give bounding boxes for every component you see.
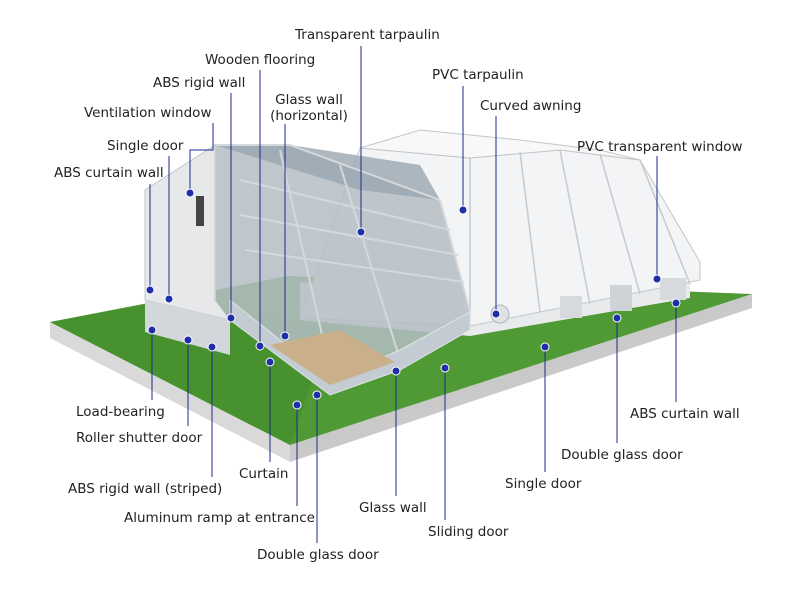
roof-ribs [469,149,691,326]
label-wooden-flooring: Wooden flooring [205,52,316,68]
dot-glass-wall [391,366,401,376]
dot-abs-rigid-wall-striped [207,342,217,352]
leader-lines [149,46,677,543]
label-sliding-door: Sliding door [428,524,509,540]
label-glass-wall-horizontal-line1: Glass wall [275,92,343,108]
floor-wood [270,330,395,385]
rib [599,153,641,295]
label-abs-curtain-wall-left: ABS curtain wall [54,165,164,181]
dot-pvc-transparent-window [652,274,662,284]
frame-bar [239,214,459,256]
frame-bar [244,249,465,283]
label-aluminum-ramp: Aluminum ramp at entrance [124,510,315,526]
right-panel [560,296,582,318]
label-curved-awning: Curved awning [480,98,582,114]
dot-curved-awning [491,309,501,319]
dot-double-glass-door-right [612,313,622,323]
platform-side-right [290,294,752,462]
ventilation-window-shape [196,196,204,226]
label-roller-shutter-door: Roller shutter door [76,430,203,446]
frame-bar [339,164,401,361]
label-glass-wall-horizontal-line2: (horizontal) [270,108,348,124]
dot-glass-wall-horizontal [280,331,290,341]
dot-abs-curtain-wall-right [671,298,681,308]
label-pvc-tarpaulin: PVC tarpaulin [432,67,524,83]
dot-single-door-bottom [540,342,550,352]
left-lower-wall [145,300,230,355]
gable-roof-glass [215,145,440,200]
label-glass-wall: Glass wall [359,500,427,516]
label-abs-rigid-wall: ABS rigid wall [153,75,246,91]
left-end-wall [144,144,232,321]
label-double-glass-door-bottom: Double glass door [257,547,379,563]
dot-pvc-tarpaulin [458,205,468,215]
label-transparent-tarpaulin: Transparent tarpaulin [295,27,440,43]
roof-top [359,129,641,161]
platform-side-left [50,322,290,462]
frame-bar [279,149,331,371]
dot-ventilation-window [185,188,195,198]
dot-abs-curtain-wall-left [145,285,155,295]
dot-double-glass-door-bottom [312,390,322,400]
dot-transparent-tarpaulin [356,227,366,237]
rib [559,149,591,305]
dot-wooden-flooring [255,341,265,351]
gable-glass [215,145,470,395]
dot-curtain [265,357,275,367]
right-end-panel [660,278,686,300]
dot-aluminum-ramp [292,400,302,410]
rib [639,159,691,285]
label-ventilation-window: Ventilation window [84,105,212,121]
dot-abs-rigid-wall [226,313,236,323]
right-door-panel [610,285,632,311]
dot-sliding-door [440,363,450,373]
dot-load-bearing [147,325,157,335]
front-gable [144,144,471,396]
label-abs-curtain-wall-right: ABS curtain wall [630,406,740,422]
dot-single-door-top [164,294,174,304]
label-glass-wall-horizontal: Glass wall (horizontal) [268,92,350,124]
label-pvc-transparent-window: PVC transparent window [577,139,743,155]
rib [519,151,541,313]
label-abs-rigid-wall-striped: ABS rigid wall (striped) [68,481,223,497]
label-single-door-top: Single door [107,138,184,154]
marker-dots [145,188,681,410]
label-load-bearing: Load-bearing [76,404,165,420]
dot-roller-shutter-door [183,335,193,345]
leader-ventilation-window [189,123,214,193]
label-double-glass-door-right: Double glass door [561,447,683,463]
label-single-door-bottom: Single door [505,476,582,492]
frame-bar [239,179,451,231]
label-curtain: Curtain [239,466,289,482]
